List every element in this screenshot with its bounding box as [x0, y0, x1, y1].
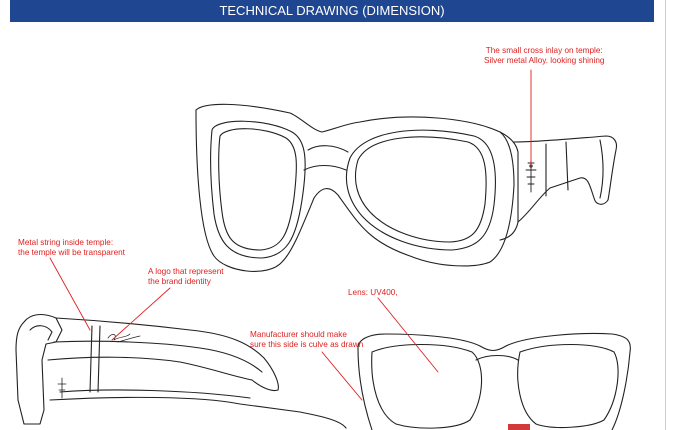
annotation-line: A logo that represent: [148, 267, 224, 276]
side-front-frame: [15, 313, 63, 425]
annotation-line: Metal string inside temple:: [18, 238, 114, 247]
front-frame-outline: [195, 103, 515, 272]
bridge-line: [307, 145, 349, 153]
bottom-marker: [508, 424, 530, 430]
right-lens: [354, 136, 487, 243]
glasses-front-view: [357, 332, 631, 430]
side-segment-line: [97, 325, 101, 393]
leader-metal-string: [49, 257, 91, 331]
side-segment-line: [89, 325, 93, 393]
side-temple-bottom: [47, 356, 253, 381]
annotation-line: Silver metal Alloy. looking shining: [484, 56, 605, 65]
side-lower-edge: [49, 396, 347, 429]
annotation-metal-string: Metal string inside temple: the temple w…: [18, 238, 125, 258]
bridge-line: [303, 164, 347, 171]
leader-lens: [377, 297, 439, 373]
hinge-block: [499, 131, 519, 241]
page-edge-divider: [665, 0, 666, 430]
side-lower-inner: [59, 389, 251, 399]
front-view-right-lens: [517, 343, 619, 428]
leader-manufacturer: [321, 351, 363, 401]
annotation-logo: A logo that represent the brand identity: [148, 267, 224, 287]
annotation-line: Lens: UV400,: [348, 288, 398, 297]
temple-segment-line: [565, 141, 569, 191]
glasses-side-view: [15, 313, 347, 429]
annotation-line: sure this side is culve as drawn: [250, 340, 364, 349]
annotation-leaders: [49, 69, 532, 401]
left-lens-rim: [210, 120, 306, 259]
page-title: TECHNICAL DRAWING (DIMENSION): [10, 0, 654, 22]
side-rim-line: [29, 325, 53, 341]
left-lens: [218, 128, 297, 251]
annotation-manufacturer: Manufacturer should make sure this side …: [250, 330, 363, 350]
annotation-lens: Lens: UV400,: [348, 288, 398, 298]
front-view-frame: [357, 332, 631, 430]
leader-logo: [111, 287, 171, 341]
side-temple-top: [55, 317, 279, 392]
temple-tip-line: [599, 139, 604, 199]
temple-arm: [513, 135, 618, 223]
annotation-line: Manufacturer should make: [250, 330, 347, 339]
annotation-line: the temple will be transparent: [18, 248, 125, 257]
annotation-cross-inlay: The small cross inlay on temple: Silver …: [484, 46, 604, 66]
front-view-left-lens: [371, 344, 483, 429]
glasses-three-quarter-view: [195, 103, 618, 272]
annotation-line: the brand identity: [148, 277, 211, 286]
cross-inlay-icon: [57, 377, 67, 399]
brand-logo-icon: [107, 333, 141, 343]
annotation-line: The small cross inlay on temple:: [485, 46, 603, 55]
right-lens-rim: [345, 129, 496, 251]
front-view-bridge: [475, 354, 519, 361]
side-temple-edge: [53, 340, 263, 373]
